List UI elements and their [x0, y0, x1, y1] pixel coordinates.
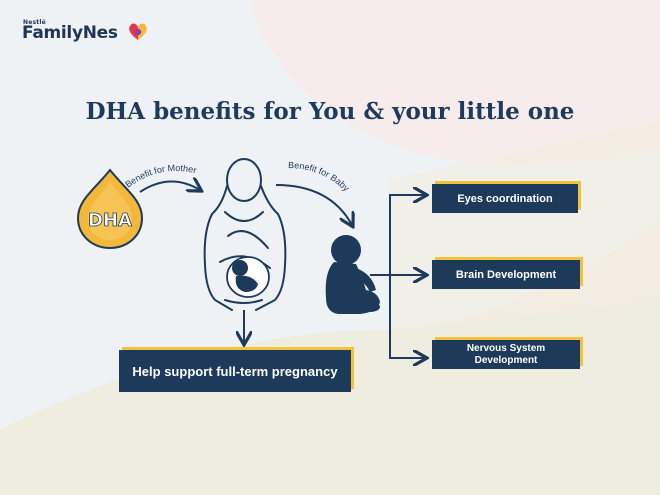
- benefit-nervous-label: Nervous System Development: [466, 342, 546, 366]
- baby-icon: [325, 235, 380, 314]
- familynes-wordmark: FamilyNes: [22, 23, 118, 43]
- nestle-wordmark: Nestlé: [23, 19, 46, 26]
- arrow-to-mother: [139, 181, 200, 193]
- benefit-full-term-pregnancy: Help support full-term pregnancy: [119, 350, 351, 392]
- arrow-to-baby: [275, 184, 352, 225]
- fetus-icon: [226, 256, 270, 298]
- svg-text:Benefit for Baby: Benefit for Baby: [288, 160, 352, 194]
- benefit-pregnancy-label: Help support full-term pregnancy: [132, 363, 338, 379]
- dha-drop-label: DHA: [88, 210, 132, 231]
- benefit-brain-label: Brain Development: [455, 268, 557, 281]
- benefit-baby-label: Benefit for Baby: [288, 160, 352, 194]
- benefit-mother-label: Benefit for Mother: [123, 163, 197, 190]
- benefit-nervous-system: Nervous System Development: [432, 340, 580, 369]
- svg-text:Benefit for Mother: Benefit for Mother: [123, 163, 197, 190]
- benefit-branch-arrows: [370, 195, 425, 358]
- page-title: DHA benefits for You & your little one: [85, 98, 575, 125]
- benefit-eyes-label: Eyes coordination: [457, 192, 553, 205]
- dha-drop-icon: DHA: [76, 168, 144, 250]
- benefit-brain-development: Brain Development: [432, 260, 580, 289]
- family-heart-icon: [129, 23, 147, 40]
- benefit-eyes-coordination: Eyes coordination: [432, 184, 578, 213]
